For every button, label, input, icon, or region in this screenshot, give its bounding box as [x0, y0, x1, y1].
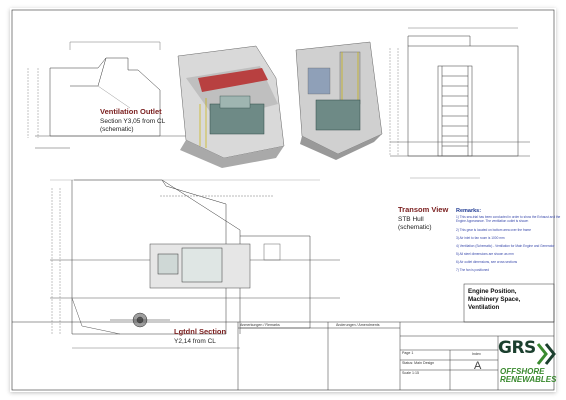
remark-item: 4) Ventilation (Schematic) - Ventilation…: [456, 244, 555, 248]
grs-logo-line2: RENEWABLES: [500, 374, 557, 384]
render-3d-engine-room-2: [295, 41, 383, 160]
remark-item: 1) This sea-trial has been conducted in …: [456, 215, 561, 223]
lgtdnl-section-title: Lgtdnl Section: [174, 327, 227, 336]
ventilation-outlet-note: (schematic): [100, 126, 134, 133]
transom-view-note: (schematic): [398, 224, 432, 231]
remarks-column-header: Anmerkungen / Remarks: [240, 323, 280, 327]
ventilation-outlet-title: Ventilation Outlet: [100, 107, 162, 116]
index-value: A: [474, 360, 482, 372]
drawing-title-line: Engine Position,: [468, 288, 517, 295]
grs-logo-line1: OFFSHORE: [500, 367, 545, 376]
amendments-column-header: Änderungen / Amendments: [336, 323, 380, 327]
lgtdnl-section-sketch: [50, 179, 340, 349]
scale-field: Scale 1:15: [402, 371, 419, 375]
remark-item: 6) Air outlet dimensions, see cross sect…: [456, 260, 518, 264]
transom-view-sketch: [389, 27, 530, 179]
drawing-title: Engine Position, Machinery Space, Ventil…: [468, 288, 520, 311]
transom-view-title: Transom View: [398, 205, 449, 214]
remark-item: 3) Air inlet to fan room is 1000 mm: [456, 236, 505, 240]
page-field: Page 1: [402, 351, 414, 355]
grs-logo: GRS: [498, 338, 536, 358]
grs-logo-chevron-icon: [536, 343, 556, 365]
lgtdnl-section-position: Y2,14 from CL: [174, 338, 216, 345]
transom-view-side: STB Hull: [398, 216, 424, 223]
drawing-title-line: Machinery Space,: [468, 295, 521, 303]
ventilation-section-sketch: [27, 41, 200, 149]
title-block-grid: [12, 283, 555, 390]
remark-item: 2) This gear is located on bottom area o…: [456, 228, 532, 232]
remark-item: 7) The fan is positioned: [456, 268, 490, 272]
grs-logo-subtitle: OFFSHORE RENEWABLES: [500, 368, 556, 383]
render-3d-engine-room-1: [177, 45, 285, 168]
remarks-title: Remarks:: [456, 208, 482, 214]
remark-item: 5) All steel dimensions are shown as mm: [456, 252, 514, 256]
drawing-linework: [11, 9, 555, 391]
status-field: Status: Main Design: [402, 361, 435, 365]
index-label: Index: [472, 352, 481, 356]
ventilation-outlet-section: Section Y3,05 from CL: [100, 118, 166, 125]
drawing-title-line: Ventilation: [468, 303, 500, 311]
